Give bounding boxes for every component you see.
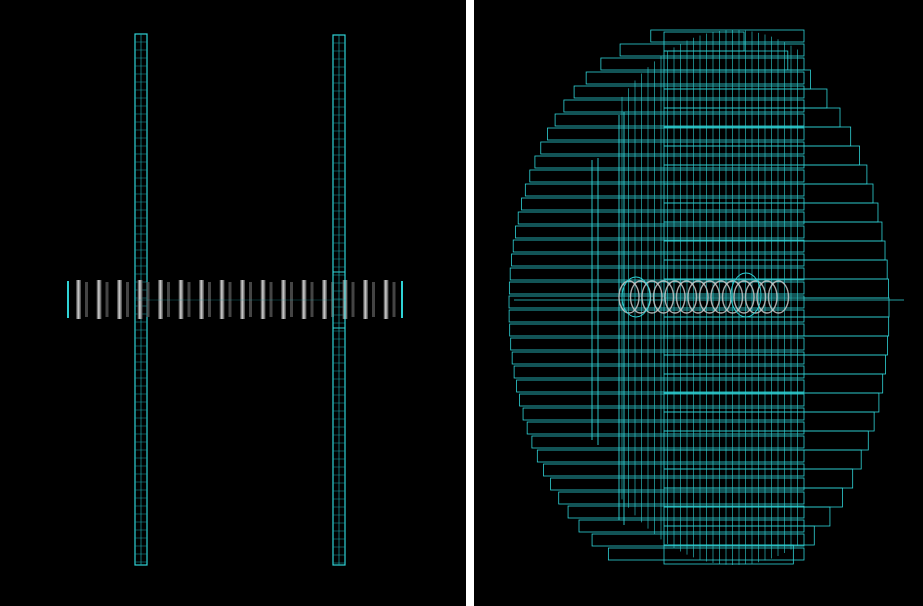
coil-ring [664,280,686,314]
coil-ring-shadow [146,282,150,317]
detector-slab [524,183,805,197]
perspective-view-canvas [508,29,904,565]
detector-slab [526,421,805,435]
coil-ring [629,280,652,314]
left-slab-stack [508,29,805,561]
detector-slab [585,71,805,85]
coil-end-cap [730,272,762,318]
detector-slab [508,309,805,323]
coil-ring-shadow [351,282,355,317]
coil-ring [322,280,327,319]
coil-ring [199,280,204,319]
detector-slab [516,379,805,393]
coil-ring [117,280,122,319]
detector-slab [513,365,805,379]
vertical-plate-array [621,30,798,565]
detector-slab [619,43,805,57]
detector-slab [558,491,805,505]
coil-ring [756,280,778,314]
perspective-view-panel[interactable] [474,0,923,606]
coil-ring-shadow [187,282,191,317]
detector-slab [509,323,805,337]
coil-ring [137,280,143,319]
coil-ring [240,280,245,319]
coil-ring-shadow [105,282,109,317]
outer-slab [663,316,890,337]
coil-ring-shadow [249,282,252,317]
coil-ring-shadow [228,282,232,317]
coil-ring [383,280,389,319]
coil-ring [721,280,744,314]
coil-ring [301,280,307,319]
detector-slab [534,155,805,169]
outer-slab [663,354,886,375]
detector-slab [550,477,805,491]
detector-slab [521,197,805,211]
coil-ring-shadow [85,282,88,317]
detector-slab [540,141,805,155]
side-view-canvas [67,33,403,566]
coil-ring [158,280,163,319]
coil-ring [363,280,368,319]
coil-ring-shadow [310,282,314,317]
coil-ring [733,280,755,314]
coil-ring-shadow [392,282,396,317]
detector-slab [600,57,805,71]
coil-ring [767,280,790,314]
coil-ring [96,280,102,319]
coil-ring [260,280,266,319]
outer-slab [663,240,886,261]
detector-slab [554,113,805,127]
detector-slab [650,29,805,43]
outer-slab [663,126,852,147]
coil-ring [219,280,225,319]
outer-slab [663,31,745,52]
column-junction [332,271,346,329]
detector-slab [515,225,805,239]
detector-slab [573,85,805,99]
central-coil-assembly [618,272,790,318]
coil-ring-shadow [372,282,375,317]
coil-ring [178,280,184,319]
outer-slab [663,259,888,280]
outer-slab [663,506,831,527]
outer-slab [663,202,879,223]
outer-slab [663,411,875,432]
coil-ring-shadow [167,282,170,317]
outer-slab [663,183,874,204]
detector-slab [522,407,805,421]
coil-ring [698,280,721,314]
outer-slab [663,373,884,394]
detector-slab [591,533,805,547]
detector-slab [512,239,805,253]
coil-ring-shadow [126,282,129,317]
side-view-panel[interactable] [0,0,466,606]
coil-ring-shadow [269,282,273,317]
front-columns [591,112,625,525]
coil-ring [76,280,81,319]
detector-slab [563,99,805,113]
outer-slab [663,544,794,565]
coil-ring [744,280,767,314]
coil-ring [652,280,675,314]
detector-slab [510,337,805,351]
coil-ring [675,280,698,314]
detector-slab [529,169,805,183]
wireframe-structure [508,29,904,565]
detector-slab [531,435,805,449]
coil-ring [641,280,663,314]
coil-ring [618,280,640,314]
coil-ring-shadow [208,282,211,317]
detector-slab [536,449,805,463]
detector-slab [511,351,805,365]
coil-ring-shadow [290,282,293,317]
detector-slab [519,393,805,407]
coil-band [67,280,403,319]
coil-end-cap [621,276,651,318]
coil-ring [281,280,286,319]
coil-ring [687,280,709,314]
detector-slab [509,267,805,281]
detector-slab [567,505,805,519]
detector-slab [547,127,805,141]
